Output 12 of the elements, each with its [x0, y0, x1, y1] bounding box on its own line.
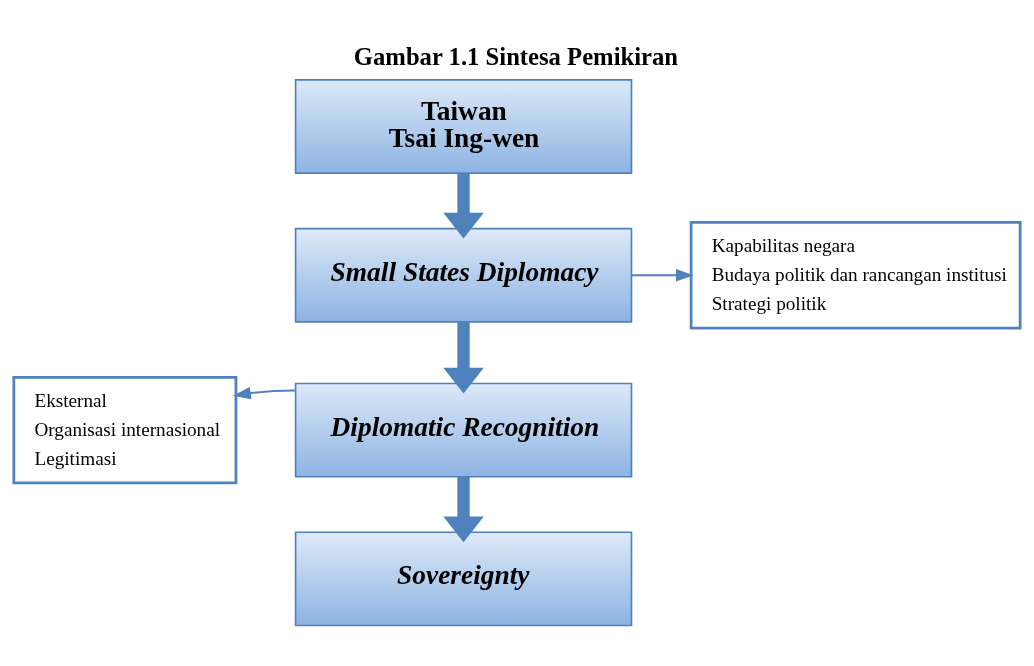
arrow [443, 172, 484, 238]
arrow [443, 321, 484, 393]
node-box: Sovereignty [294, 530, 633, 626]
node-box: Diplomatic Recognition [294, 382, 633, 478]
diagram-title: Gambar 1.1 Sintesa Pemikiran [353, 42, 679, 70]
arrow [631, 268, 694, 281]
arrow [232, 386, 296, 399]
arrow [443, 476, 484, 542]
node-box: Small States Diplomacy [294, 227, 633, 323]
node-box: Kapabilitas negara Budaya politik dan rancangan institusi Strategi politik [689, 220, 1022, 329]
node-box: Taiwan Tsai Ing-wen [294, 78, 633, 174]
node-box: Eksternal Organisasi internasional Legitimasi [12, 375, 238, 484]
